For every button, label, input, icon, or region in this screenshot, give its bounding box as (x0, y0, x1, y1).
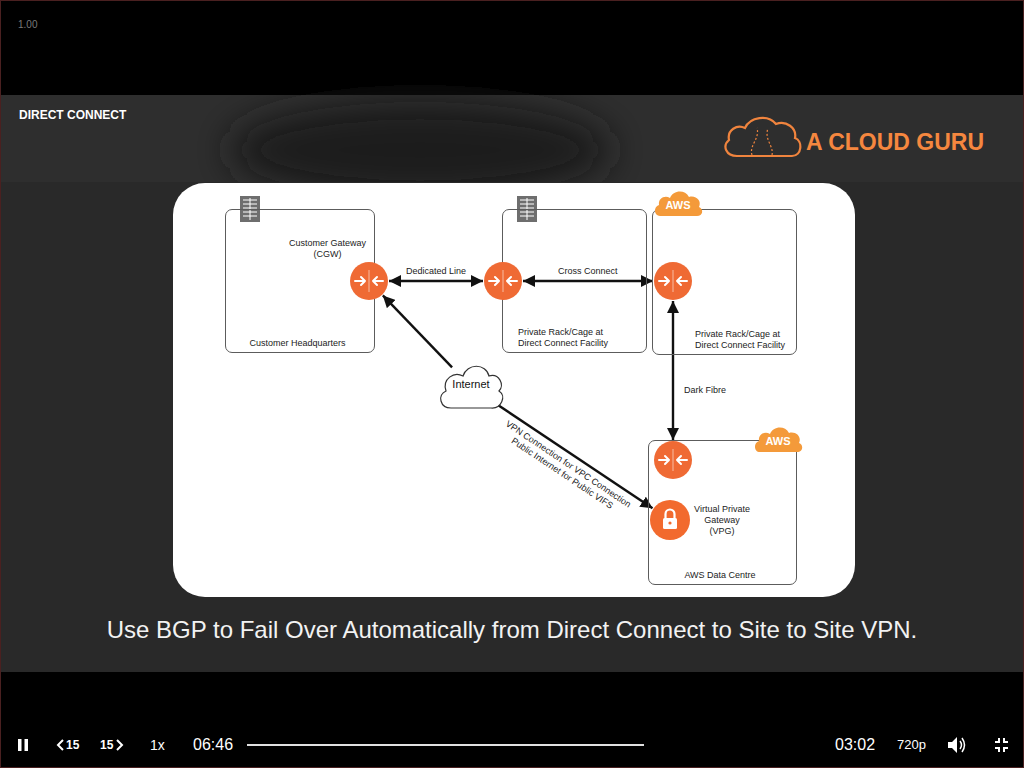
lock-icon (650, 500, 690, 540)
playback-rate: 1x (150, 737, 165, 753)
aws-badge: AWS (752, 424, 804, 454)
speed-readout: 1.00 (18, 19, 37, 30)
facility-box: Private Rack/Cage at Direct Connect Faci… (502, 209, 647, 353)
connector-line (383, 295, 452, 367)
router-symbol (654, 441, 692, 479)
router-icon (350, 262, 388, 300)
pause-icon (25, 739, 29, 751)
volume-icon (948, 737, 957, 753)
node-text: Virtual Private Gateway (VPG) (692, 504, 752, 537)
connector-line (523, 280, 653, 282)
rewind-chevron (58, 740, 63, 750)
node-text: AWS (652, 199, 704, 212)
site-box: Customer Headquarters Customer Gateway (C… (225, 209, 375, 353)
connector-line (672, 301, 674, 440)
padlock-symbol (650, 500, 690, 540)
router-symbol (654, 262, 692, 300)
connector-line (389, 280, 483, 282)
aws-badge: AWS (652, 188, 704, 218)
logo-cloud-icon (726, 118, 801, 156)
pause-icon (18, 739, 22, 751)
router-icon (484, 262, 522, 300)
node-text: AWS Data Centre (649, 570, 791, 581)
edge-label: VPN Connection for VPC Connection Public… (491, 414, 640, 523)
router-symbol (350, 262, 388, 300)
edge-label: Dedicated Line (404, 266, 468, 277)
forward-chevron (117, 740, 122, 750)
edge-label: Cross Connect (556, 266, 620, 277)
router-icon (654, 262, 692, 300)
elapsed-time: 06:46 (193, 736, 233, 754)
connector-line (495, 403, 652, 508)
node-text: Customer Headquarters (226, 338, 369, 349)
edge-label: Dark Fibre (682, 385, 728, 396)
node-text: Internet (436, 378, 506, 391)
player-controls (18, 737, 1008, 753)
gateway-router: Customer Gateway (CGW) (285, 236, 390, 302)
gateway-lock: Virtual Private Gateway (VPG) (650, 498, 754, 542)
fullscreen-exit-icon (995, 738, 1008, 752)
datacentre-box: AWS Data CentreAWSVirtual Private Gatewa… (648, 440, 797, 585)
internet-cloud: Internet (436, 358, 506, 416)
progress-bar (247, 744, 644, 746)
brand-name: A CLOUD GURU (806, 129, 984, 156)
router-icon (654, 441, 692, 479)
quality-setting: 720p (897, 737, 926, 752)
node-text: Private Rack/Cage at Direct Connect Faci… (695, 329, 793, 351)
subtitle-caption: Use BGP to Fail Over Automatically from … (0, 616, 1024, 644)
forward-seconds: 15 (100, 738, 113, 752)
volume-waves (960, 738, 965, 752)
slide-title: DIRECT CONNECT (19, 108, 126, 122)
remaining-time: 03:02 (835, 736, 875, 754)
facility-box: Private Rack/Cage at Direct Connect Faci… (652, 209, 797, 355)
rewind-seconds: 15 (66, 738, 79, 752)
node-text: AWS (752, 435, 804, 448)
diagram-panel (173, 183, 855, 597)
node-text: Private Rack/Cage at Direct Connect Faci… (518, 327, 618, 349)
slide-ground (0, 182, 1024, 672)
node-text: Customer Gateway (CGW) (285, 238, 370, 260)
router-symbol (484, 262, 522, 300)
